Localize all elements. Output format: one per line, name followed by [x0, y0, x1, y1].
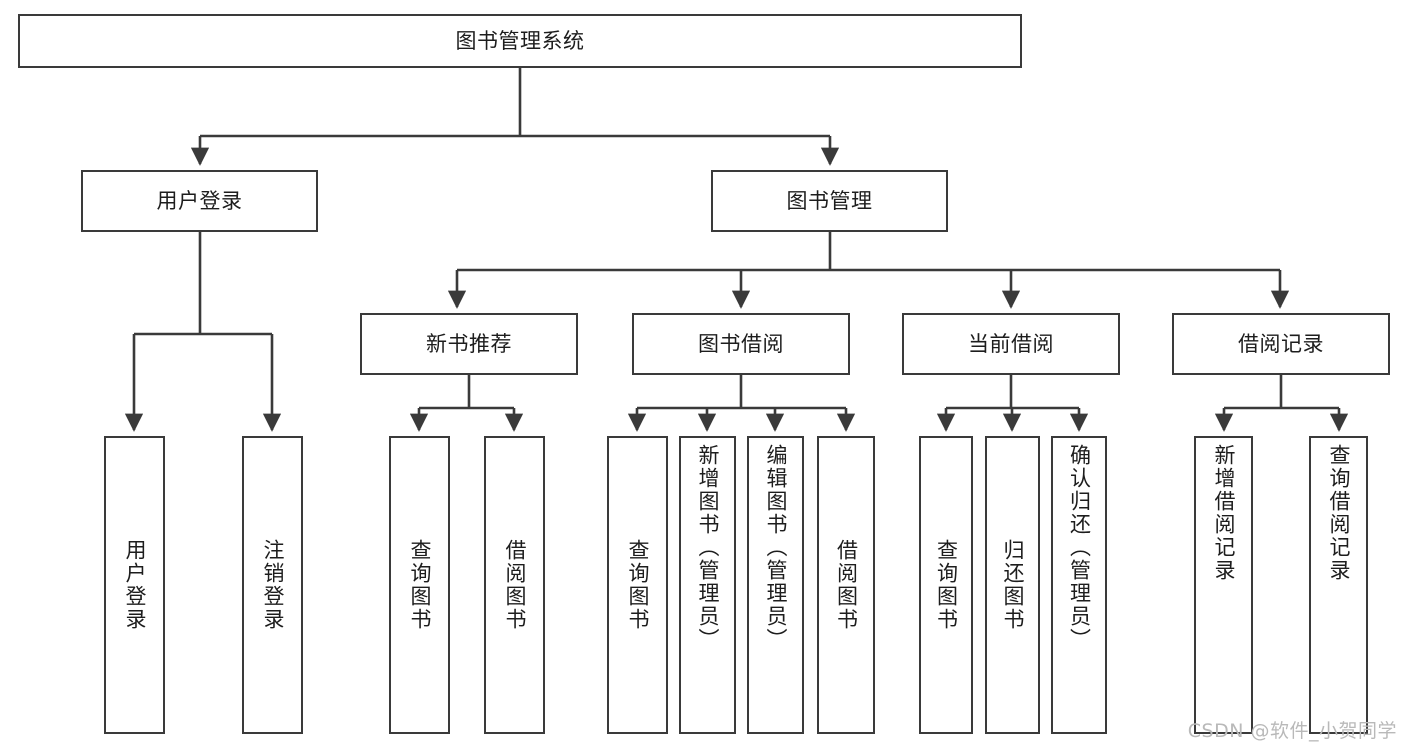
node-label: 图书管理系统 [455, 28, 585, 53]
leaf-node[interactable]: 查询图书 [389, 436, 450, 734]
leaf-node[interactable]: 编辑图书（管理员） [747, 436, 804, 734]
node-label: 确认归还（管理员） [1067, 444, 1092, 651]
node-label: 查询图书 [626, 539, 650, 631]
leaf-node[interactable]: 归还图书 [985, 436, 1040, 734]
node-current-borrowing[interactable]: 当前借阅 [902, 313, 1120, 375]
leaf-node[interactable]: 查询图书 [919, 436, 973, 734]
node-label: 新书推荐 [426, 331, 512, 356]
node-label: 借阅图书 [834, 539, 859, 631]
node-label: 用户登录 [156, 188, 243, 213]
node-label: 新增借阅记录 [1212, 444, 1236, 582]
leaf-node[interactable]: 新增图书（管理员） [679, 436, 736, 734]
leaf-node[interactable]: 查询图书 [607, 436, 668, 734]
node-label: 查询图书 [408, 539, 432, 631]
node-book-borrowing[interactable]: 图书借阅 [632, 313, 850, 375]
node-label: 查询借阅记录 [1327, 444, 1351, 582]
node-label: 借阅记录 [1238, 331, 1324, 356]
node-user-login[interactable]: 用户登录 [81, 170, 318, 232]
node-label: 查询图书 [934, 539, 959, 631]
node-label: 归还图书 [1001, 539, 1025, 631]
leaf-node[interactable]: 借阅图书 [817, 436, 875, 734]
node-label: 借阅图书 [503, 539, 527, 631]
leaf-node[interactable]: 确认归还（管理员） [1051, 436, 1107, 734]
watermark-text: CSDN @软件_小贺同学 [1187, 720, 1397, 742]
leaf-node[interactable]: 新增借阅记录 [1194, 436, 1253, 734]
leaf-node[interactable]: 借阅图书 [484, 436, 545, 734]
node-label: 新增图书（管理员） [696, 444, 720, 651]
leaf-node[interactable]: 查询借阅记录 [1309, 436, 1368, 734]
leaf-node[interactable]: 注销登录 [242, 436, 303, 734]
node-label: 当前借阅 [968, 331, 1054, 356]
node-borrowing-records[interactable]: 借阅记录 [1172, 313, 1390, 375]
node-label: 图书借阅 [698, 331, 784, 356]
node-label: 编辑图书（管理员） [764, 444, 788, 651]
node-book-management[interactable]: 图书管理 [711, 170, 948, 232]
node-new-book-recommendation[interactable]: 新书推荐 [360, 313, 578, 375]
node-root-system[interactable]: 图书管理系统 [18, 14, 1022, 68]
node-label: 注销登录 [261, 539, 285, 631]
node-label: 用户登录 [123, 539, 147, 631]
node-label: 图书管理 [786, 188, 873, 213]
leaf-node[interactable]: 用户登录 [104, 436, 165, 734]
